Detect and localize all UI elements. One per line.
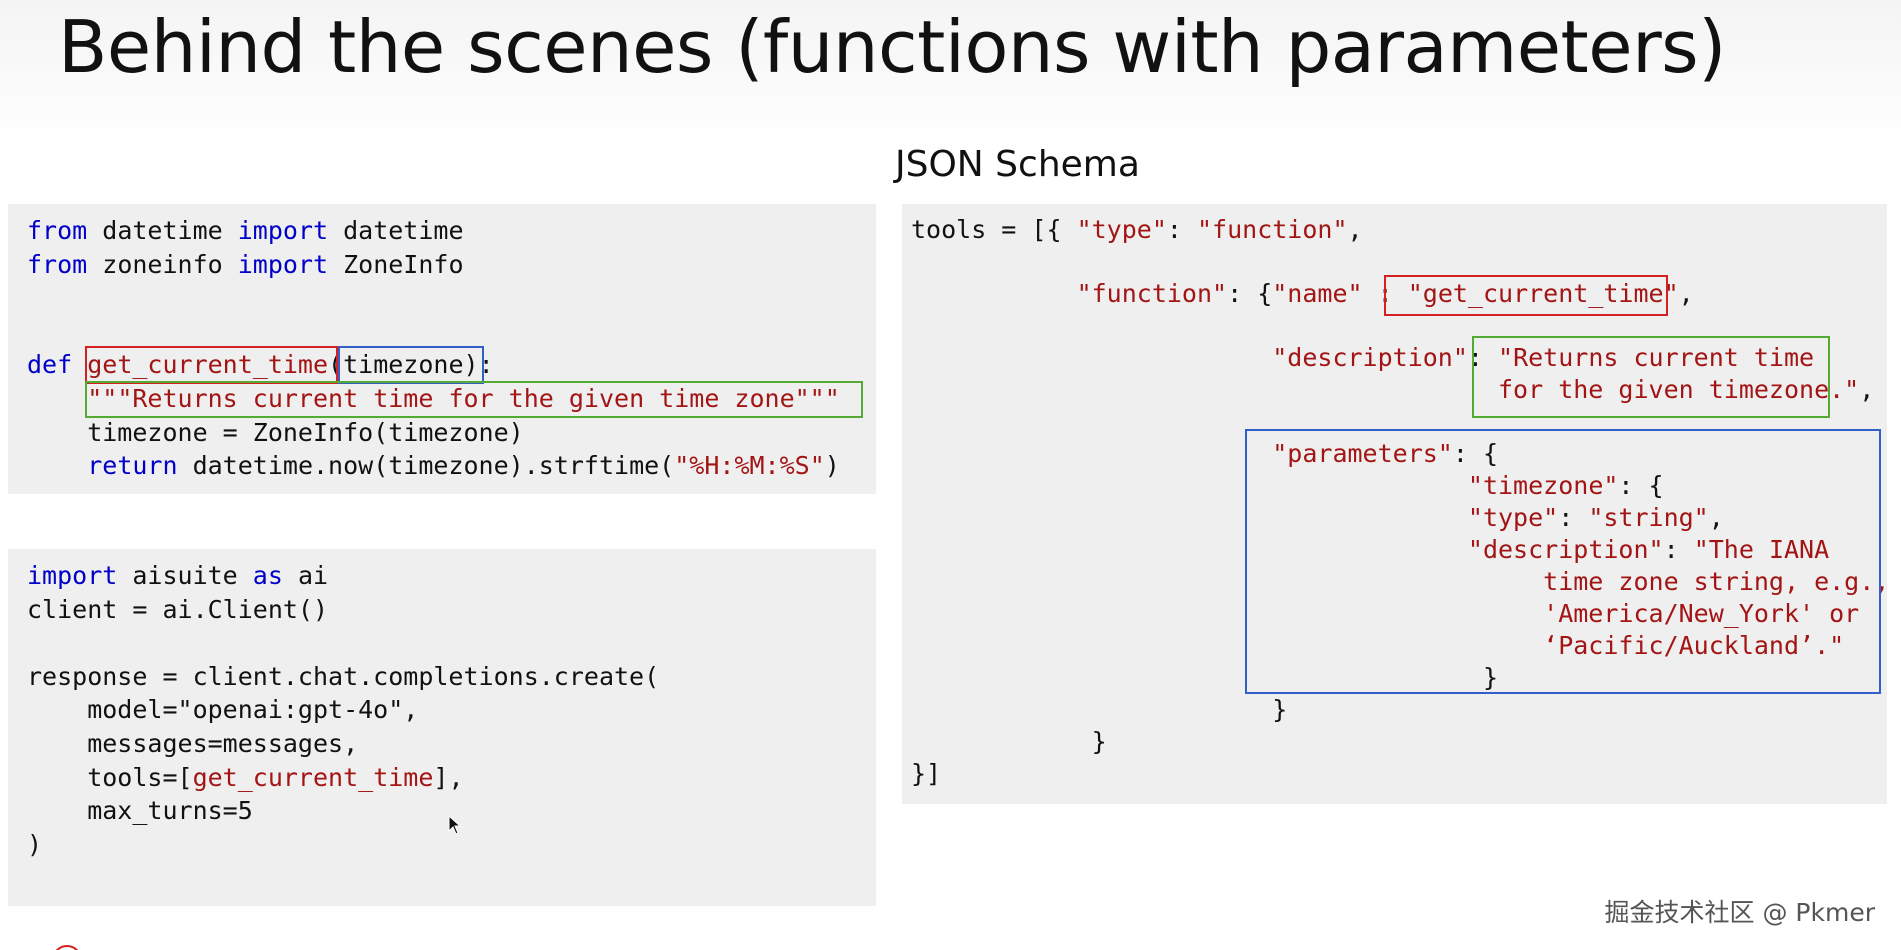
record-indicator-icon — [52, 945, 82, 950]
code-indent — [911, 343, 1272, 372]
json-name-highlight — [1384, 275, 1668, 316]
code-line: } — [911, 663, 1498, 692]
code-text: , — [1859, 375, 1875, 404]
json-description-highlight — [1472, 336, 1830, 418]
code-text: datetime — [87, 216, 238, 245]
mouse-cursor-icon — [448, 815, 462, 835]
code-line: messages=messages, — [27, 728, 359, 758]
json-value: time zone string, e.g., — [1543, 567, 1890, 596]
code-text: : — [1558, 503, 1589, 532]
code-client-call: import aisuite as ai client = ai.Client(… — [27, 559, 659, 861]
code-text: zoneinfo — [87, 249, 238, 279]
code-keyword: as — [252, 561, 283, 590]
json-value: "The IANA — [1693, 535, 1830, 564]
code-indent — [27, 451, 87, 480]
code-panel-function-definition — [8, 204, 876, 494]
json-value: "string" — [1588, 503, 1709, 532]
code-line: }] — [911, 759, 942, 788]
tools-function-reference: get_current_time — [192, 762, 434, 792]
code-json-schema: tools = [{ "type": "function", "function… — [911, 214, 1889, 790]
code-keyword: import — [237, 216, 329, 245]
code-text: datetime — [328, 216, 464, 245]
title-background — [0, 0, 1901, 150]
code-text: ) — [824, 451, 840, 481]
code-line: timezone = ZoneInfo(timezone) — [27, 417, 524, 447]
json-key: "description" — [1467, 535, 1664, 564]
code-function-definition: from datetime import datetime from zonei… — [27, 214, 840, 483]
code-keyword: from — [27, 216, 88, 245]
code-text: datetime.now(timezone).strftime( — [177, 451, 675, 481]
code-line: ) — [27, 829, 43, 859]
code-text: : — [1166, 215, 1197, 244]
code-text: : — [1467, 343, 1499, 372]
code-line: client = ai.Client() — [27, 594, 329, 624]
code-indent — [911, 279, 1077, 308]
code-text: , — [1678, 279, 1694, 308]
function-name-highlight — [85, 346, 338, 384]
code-keyword: import — [237, 249, 329, 279]
code-text: : { — [1452, 439, 1499, 468]
watermark: 掘金技术社区 @ Pkmer — [1604, 898, 1875, 927]
code-text: tools=[ — [27, 762, 193, 792]
json-description-value: for the given timezone." — [1498, 375, 1860, 404]
code-text: , — [1347, 215, 1363, 244]
code-text: : { — [1618, 471, 1664, 500]
json-key: "timezone" — [1467, 471, 1619, 500]
code-keyword: from — [27, 249, 88, 279]
docstring-highlight — [85, 381, 863, 418]
code-keyword: import — [27, 561, 118, 590]
code-line: } — [911, 727, 1107, 756]
code-text: ai — [282, 561, 329, 590]
code-keyword: def — [27, 350, 73, 380]
json-name-value: "get_current_time" — [1407, 279, 1679, 308]
code-panel-client-call — [8, 549, 876, 906]
json-key: "parameters" — [1272, 439, 1453, 468]
code-indent — [27, 384, 87, 413]
code-keyword: return — [87, 451, 178, 481]
json-value: "function" — [1197, 215, 1348, 244]
function-name: get_current_time — [87, 350, 329, 380]
json-value: ‘Pacific/Auckland’." — [1543, 631, 1845, 660]
json-parameters-highlight — [1245, 429, 1881, 694]
json-value: 'America/New_York' or — [1543, 599, 1860, 628]
code-line: } — [911, 695, 1288, 724]
json-schema-label: JSON Schema — [895, 144, 1140, 185]
code-text: ZoneInfo — [328, 249, 464, 279]
code-text: , — [1708, 503, 1724, 532]
code-text: : { — [1227, 279, 1273, 308]
code-indent — [911, 375, 1498, 404]
code-text: tools = [{ — [911, 215, 1077, 244]
code-text: aisuite — [117, 561, 253, 590]
code-line: model="openai:gpt-4o", — [27, 695, 419, 725]
code-line: max_turns=5 — [27, 796, 253, 826]
code-line: response = client.chat.completions.creat… — [27, 661, 660, 691]
json-key: "function" — [1076, 279, 1228, 308]
function-parameter: (timezone) — [328, 350, 479, 380]
code-string: "%H:%M:%S" — [674, 451, 825, 481]
json-key: "name" — [1272, 279, 1363, 308]
json-description-value: "Returns current time — [1498, 343, 1815, 372]
json-key: "type" — [1076, 215, 1167, 244]
code-indent — [911, 439, 1272, 468]
code-text: ], — [433, 762, 464, 792]
code-text: : — [1663, 535, 1694, 564]
parameter-highlight — [338, 346, 484, 384]
json-key: "description" — [1272, 343, 1468, 372]
code-panel-json-schema — [902, 204, 1887, 804]
json-key: "type" — [1467, 503, 1559, 532]
function-docstring: """Returns current time for the given ti… — [87, 383, 840, 413]
slide-title: Behind the scenes (functions with parame… — [58, 5, 1726, 89]
